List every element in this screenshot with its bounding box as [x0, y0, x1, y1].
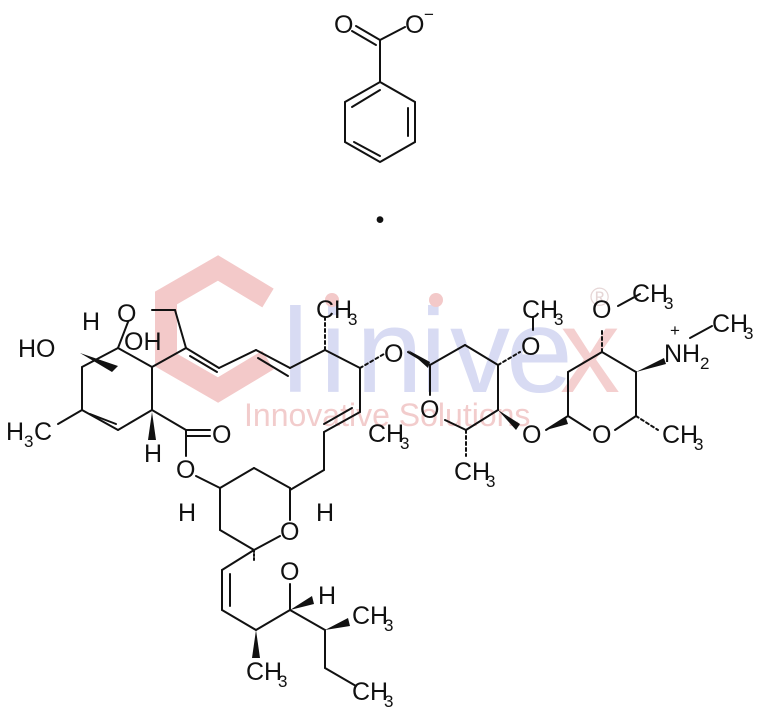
methyl-left-h: H [6, 418, 24, 446]
benzoate-ion: O O − [334, 5, 434, 164]
wedge-bond [546, 418, 568, 430]
ammonium-sub: 2 [700, 354, 709, 373]
watermark-registered: ® [590, 282, 609, 312]
methyl-top-sub: 3 [348, 310, 357, 329]
sugar1-methoxy-c: CH [522, 296, 558, 324]
spiroketal-system [219, 467, 357, 687]
hexahydrobenzofuran-core [57, 309, 385, 491]
methyl-mid-sub: 3 [400, 434, 409, 453]
watermark-dot-2 [429, 293, 443, 307]
sugar2-methoxy-oxygen: O [592, 296, 611, 324]
methyl-left-sub: 3 [24, 432, 33, 451]
wedge-bond [80, 353, 118, 372]
positive-charge: + [670, 321, 680, 340]
ester-oxygen: O [176, 456, 195, 484]
watermark-letter-n: n [356, 284, 423, 418]
methyl-ring-sub: 3 [278, 672, 287, 691]
methyl-left-c: C [34, 418, 52, 446]
sugar2-methoxy-c: CH [632, 280, 668, 308]
methyl-ethyl-sub: 3 [384, 692, 393, 711]
wedge-bond [290, 596, 314, 610]
glycoside-oxygen-1: O [384, 340, 403, 368]
amino-sugar-2 [545, 293, 713, 431]
spiro-oxygen-2: O [280, 558, 299, 586]
hydrogen-spiro-right: H [316, 499, 334, 527]
wedge-bond [498, 410, 520, 430]
watermark-letter-v: v [450, 284, 510, 418]
methyl-mid-c: CH [368, 420, 404, 448]
methyl-sbutyl-sub: 3 [384, 616, 393, 635]
watermark-c-hexagon [155, 255, 274, 403]
ammonium-nh: NH [664, 340, 700, 368]
watermark-letter-x: x [560, 284, 620, 418]
atom-labels: O H OH HO H 3 C H O O CH 3 O CH 3 H H O … [6, 280, 753, 711]
hydrogen-lower: H [144, 440, 162, 468]
salt-separator-dot: • [376, 206, 385, 234]
watermark: l i n i v e x ® Innovative Solutions [155, 255, 620, 433]
methyl-ring-c: CH [246, 658, 282, 686]
sugar1-methyl-c: CH [454, 458, 490, 486]
sugar1-methyl-sub: 3 [486, 472, 495, 491]
watermark-letter-e: e [506, 284, 573, 418]
hydroxyl-left: HO [18, 335, 56, 363]
sugar1-methoxy-sub: 3 [554, 310, 563, 329]
methyl-top-c: CH [316, 296, 352, 324]
sugar2-ring-oxygen: O [592, 421, 611, 449]
n-methyl-c: CH [712, 310, 748, 338]
watermark-dot-1 [325, 293, 339, 307]
benzoate-oxygen-anion: O [405, 11, 424, 39]
sugar1-methoxy-oxygen: O [521, 333, 540, 361]
sugar2-methoxy-sub: 3 [664, 294, 673, 313]
methyl-ethyl-c: CH [352, 678, 388, 706]
negative-charge: − [424, 5, 434, 24]
wedge-bond [148, 412, 156, 440]
oleandrose-sugar-1 [407, 317, 534, 457]
benzoate-oxygen-double: O [334, 11, 353, 39]
watermark-letter-l: l [282, 284, 309, 418]
interglycosidic-oxygen: O [522, 421, 541, 449]
methyl-sbutyl-c: CH [352, 602, 388, 630]
wedge-bond [636, 358, 666, 372]
hydrogen-spiro-left: H [178, 499, 196, 527]
wedge-bond [325, 618, 350, 630]
furan-oxygen: O [117, 300, 136, 328]
n-methyl-sub: 3 [744, 324, 753, 343]
watermark-tagline: Innovative Solutions [244, 397, 530, 433]
hydrogen-top: H [82, 308, 100, 336]
spiro-oxygen-1: O [280, 518, 299, 546]
hydrogen-spiro-ring: H [318, 582, 336, 610]
wedge-bond [408, 350, 430, 368]
sugar2-methyl-sub: 3 [694, 435, 703, 454]
ester-carbonyl-oxygen: O [212, 421, 231, 449]
sugar1-ring-oxygen: O [420, 396, 439, 424]
sugar2-methyl-c: CH [662, 421, 698, 449]
wedge-bond [252, 630, 260, 658]
hydroxyl-mid: OH [124, 328, 162, 356]
